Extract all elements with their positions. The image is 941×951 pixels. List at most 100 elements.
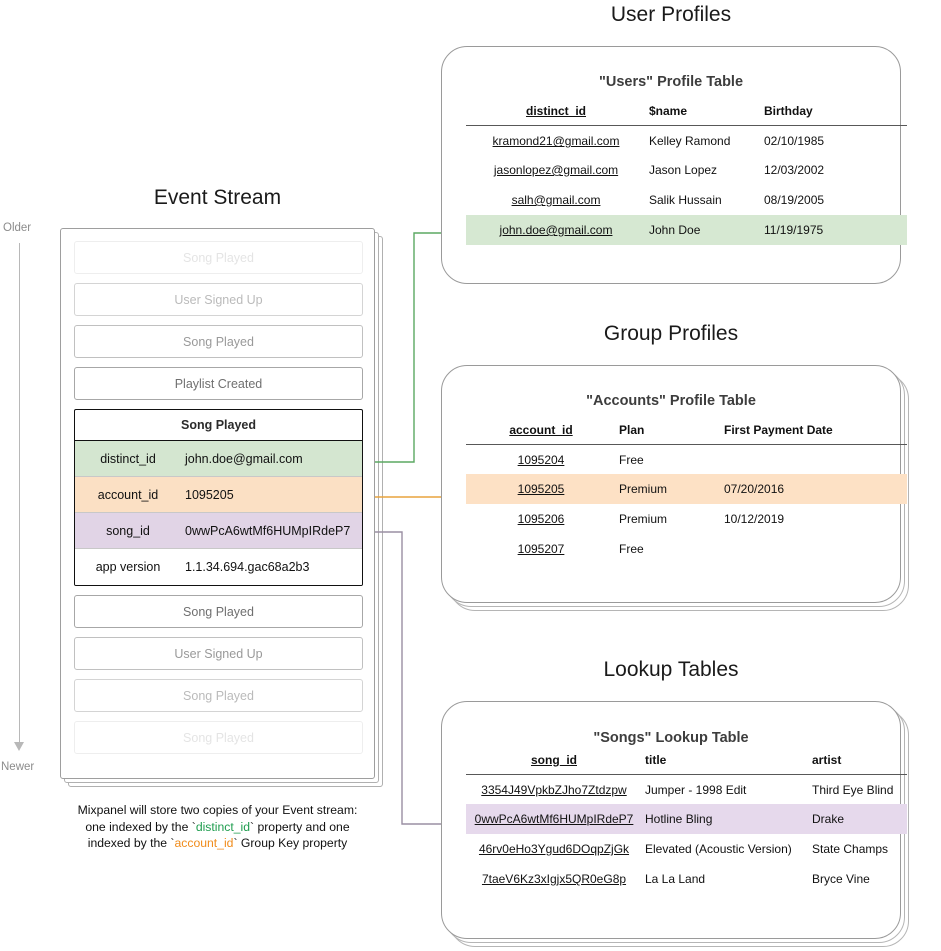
cell-first-payment-date: 07/20/2016: [721, 474, 907, 504]
property-value: 0wwPcA6wtMf6HUMpIRdeP7: [185, 523, 351, 538]
event-item[interactable]: Song Played: [74, 595, 363, 628]
cell-name: Jason Lopez: [649, 163, 718, 177]
column-header-first-payment-date: First Payment Date: [724, 422, 833, 437]
cell-account-id: 1095204: [517, 453, 565, 468]
caption-line-3-a: indexed by the `: [87, 836, 175, 850]
cell-title: Elevated (Acoustic Version): [645, 842, 792, 856]
table-header-row: distinct_id $name Birthday: [466, 103, 907, 125]
event-item[interactable]: Song Played: [74, 679, 363, 712]
expanded-event-card[interactable]: Song Played distinct_id john.doe@gmail.c…: [74, 409, 363, 586]
event-property-row-account-id: account_id 1095205: [75, 477, 362, 513]
connector-song-id: [375, 531, 455, 825]
event-item[interactable]: Song Played: [74, 721, 363, 754]
caption-line-3: indexed by the `account_id` Group Key pr…: [45, 835, 390, 852]
accounts-table: account_id Plan First Payment Date 10952…: [466, 422, 907, 564]
cell-song-id: 7taeV6Kz3xIgjx5QR0eG8p: [481, 872, 627, 886]
cell-artist: Bryce Vine: [812, 872, 870, 886]
table-row-highlighted[interactable]: 1095205 Premium 07/20/2016: [466, 474, 907, 504]
caption-line-3-b: ` Group Key property: [233, 836, 348, 850]
cell-artist: Third Eye Blind: [812, 783, 894, 798]
caption-line-2-a: one indexed by the `: [85, 819, 196, 834]
cell-title: Jumper - 1998 Edit: [645, 783, 747, 798]
column-header-artist: artist: [812, 752, 842, 767]
axis-label-newer: Newer: [1, 761, 35, 773]
property-key: app version: [95, 560, 161, 574]
event-label: Song Played: [183, 730, 254, 745]
table-row[interactable]: 1095204 Free: [466, 444, 907, 474]
cell-artist: State Champs: [812, 842, 889, 856]
cell-distinct-id: salh@gmail.com: [511, 193, 601, 207]
caption-token-account-id: account_id: [174, 836, 234, 850]
event-item[interactable]: Song Played: [74, 241, 363, 274]
column-header-song-id: song_id: [530, 752, 577, 767]
cell-plan: Free: [619, 453, 644, 468]
property-value: john.doe@gmail.com: [185, 451, 303, 466]
event-label: Song Played: [183, 688, 254, 703]
event-label: User Signed Up: [174, 292, 263, 307]
table-row[interactable]: kramond21@gmail.com Kelley Ramond 02/10/…: [466, 125, 907, 155]
cell-birthday: 08/19/2005: [764, 193, 825, 207]
cell-account-id: 1095206: [517, 512, 565, 526]
table-row-highlighted[interactable]: john.doe@gmail.com John Doe 11/19/1975: [466, 215, 907, 245]
event-label: User Signed Up: [174, 646, 263, 661]
event-stream-container: Song Played User Signed Up Song Played P…: [60, 228, 375, 779]
event-item[interactable]: User Signed Up: [74, 637, 363, 670]
accounts-table-title: "Accounts" Profile Table: [586, 393, 756, 409]
table-row-highlighted[interactable]: 0wwPcA6wtMf6HUMpIRdeP7 Hotline Bling Dra…: [466, 804, 907, 834]
connector-distinct-id: [375, 232, 454, 463]
cell-title: Hotline Bling: [642, 804, 809, 834]
caption-line-1: Mixpanel will store two copies of your E…: [77, 803, 358, 817]
songs-table: song_id title artist 3354J49VpkbZJho7Ztd…: [466, 752, 907, 894]
cell-plan: Premium: [619, 512, 668, 526]
cell-distinct-id: john.doe@gmail.com: [466, 215, 646, 245]
caption-line-2: one indexed by the `distinct_id` propert…: [45, 819, 390, 836]
property-key: distinct_id: [100, 451, 156, 466]
group-profiles-title: Group Profiles: [603, 322, 739, 345]
event-item[interactable]: Song Played: [74, 325, 363, 358]
event-stream-caption: Mixpanel will store two copies of your E…: [45, 802, 390, 852]
cell-birthday: 02/10/1985: [764, 134, 825, 149]
event-item[interactable]: Playlist Created: [74, 367, 363, 400]
column-header-distinct-id: distinct_id: [525, 103, 586, 118]
event-property-row-distinct-id: distinct_id john.doe@gmail.com: [75, 441, 362, 477]
event-label: Song Played: [183, 334, 254, 349]
cell-song-id: 0wwPcA6wtMf6HUMpIRdeP7: [466, 804, 642, 834]
cell-birthday: 12/03/2002: [764, 163, 825, 177]
event-stream-title: Event Stream: [153, 186, 282, 209]
table-row[interactable]: 7taeV6Kz3xIgjx5QR0eG8p La La Land Bryce …: [466, 864, 907, 894]
event-item[interactable]: User Signed Up: [74, 283, 363, 316]
songs-table-title: "Songs" Lookup Table: [593, 730, 749, 746]
property-key: song_id: [106, 523, 150, 538]
property-value: 1.1.34.694.gac68a2b3: [185, 560, 310, 574]
table-header-row: song_id title artist: [466, 752, 907, 774]
cell-name: Kelley Ramond: [649, 134, 731, 149]
column-header-name: $name: [649, 103, 688, 118]
table-row[interactable]: salh@gmail.com Salik Hussain 08/19/2005: [466, 185, 907, 215]
cell-name: John Doe: [646, 215, 761, 245]
expanded-event-title: Song Played: [75, 410, 362, 441]
cell-first-payment-date: [721, 444, 907, 474]
table-row[interactable]: 1095206 Premium 10/12/2019: [466, 504, 907, 534]
users-table: distinct_id $name Birthday kramond21@gma…: [466, 103, 907, 245]
column-header-birthday: Birthday: [764, 103, 813, 118]
event-label: Song Played: [183, 604, 254, 619]
event-property-row-song-id: song_id 0wwPcA6wtMf6HUMpIRdeP7: [75, 513, 362, 549]
event-label: Song Played: [183, 250, 254, 265]
event-label: Playlist Created: [174, 376, 263, 391]
time-axis-arrow-icon: [14, 742, 24, 751]
caption-line-2-b: ` property and one: [250, 819, 350, 834]
event-property-row-app-version: app version 1.1.34.694.gac68a2b3: [75, 549, 362, 585]
cell-first-payment-date: [721, 534, 907, 564]
column-header-title: title: [645, 752, 667, 767]
table-row[interactable]: 3354J49VpkbZJho7Ztdzpw Jumper - 1998 Edi…: [466, 774, 907, 804]
cell-artist: Drake: [809, 804, 907, 834]
property-value: 1095205: [185, 487, 234, 502]
property-key: account_id: [97, 487, 159, 502]
table-row[interactable]: 46rv0eHo3Ygud6DOqpZjGk Elevated (Acousti…: [466, 834, 907, 864]
cell-account-id: 1095207: [517, 542, 565, 556]
table-row[interactable]: 1095207 Free: [466, 534, 907, 564]
cell-distinct-id: kramond21@gmail.com: [492, 134, 620, 149]
table-row[interactable]: jasonlopez@gmail.com Jason Lopez 12/03/2…: [466, 155, 907, 185]
cell-account-id: 1095205: [466, 474, 616, 504]
